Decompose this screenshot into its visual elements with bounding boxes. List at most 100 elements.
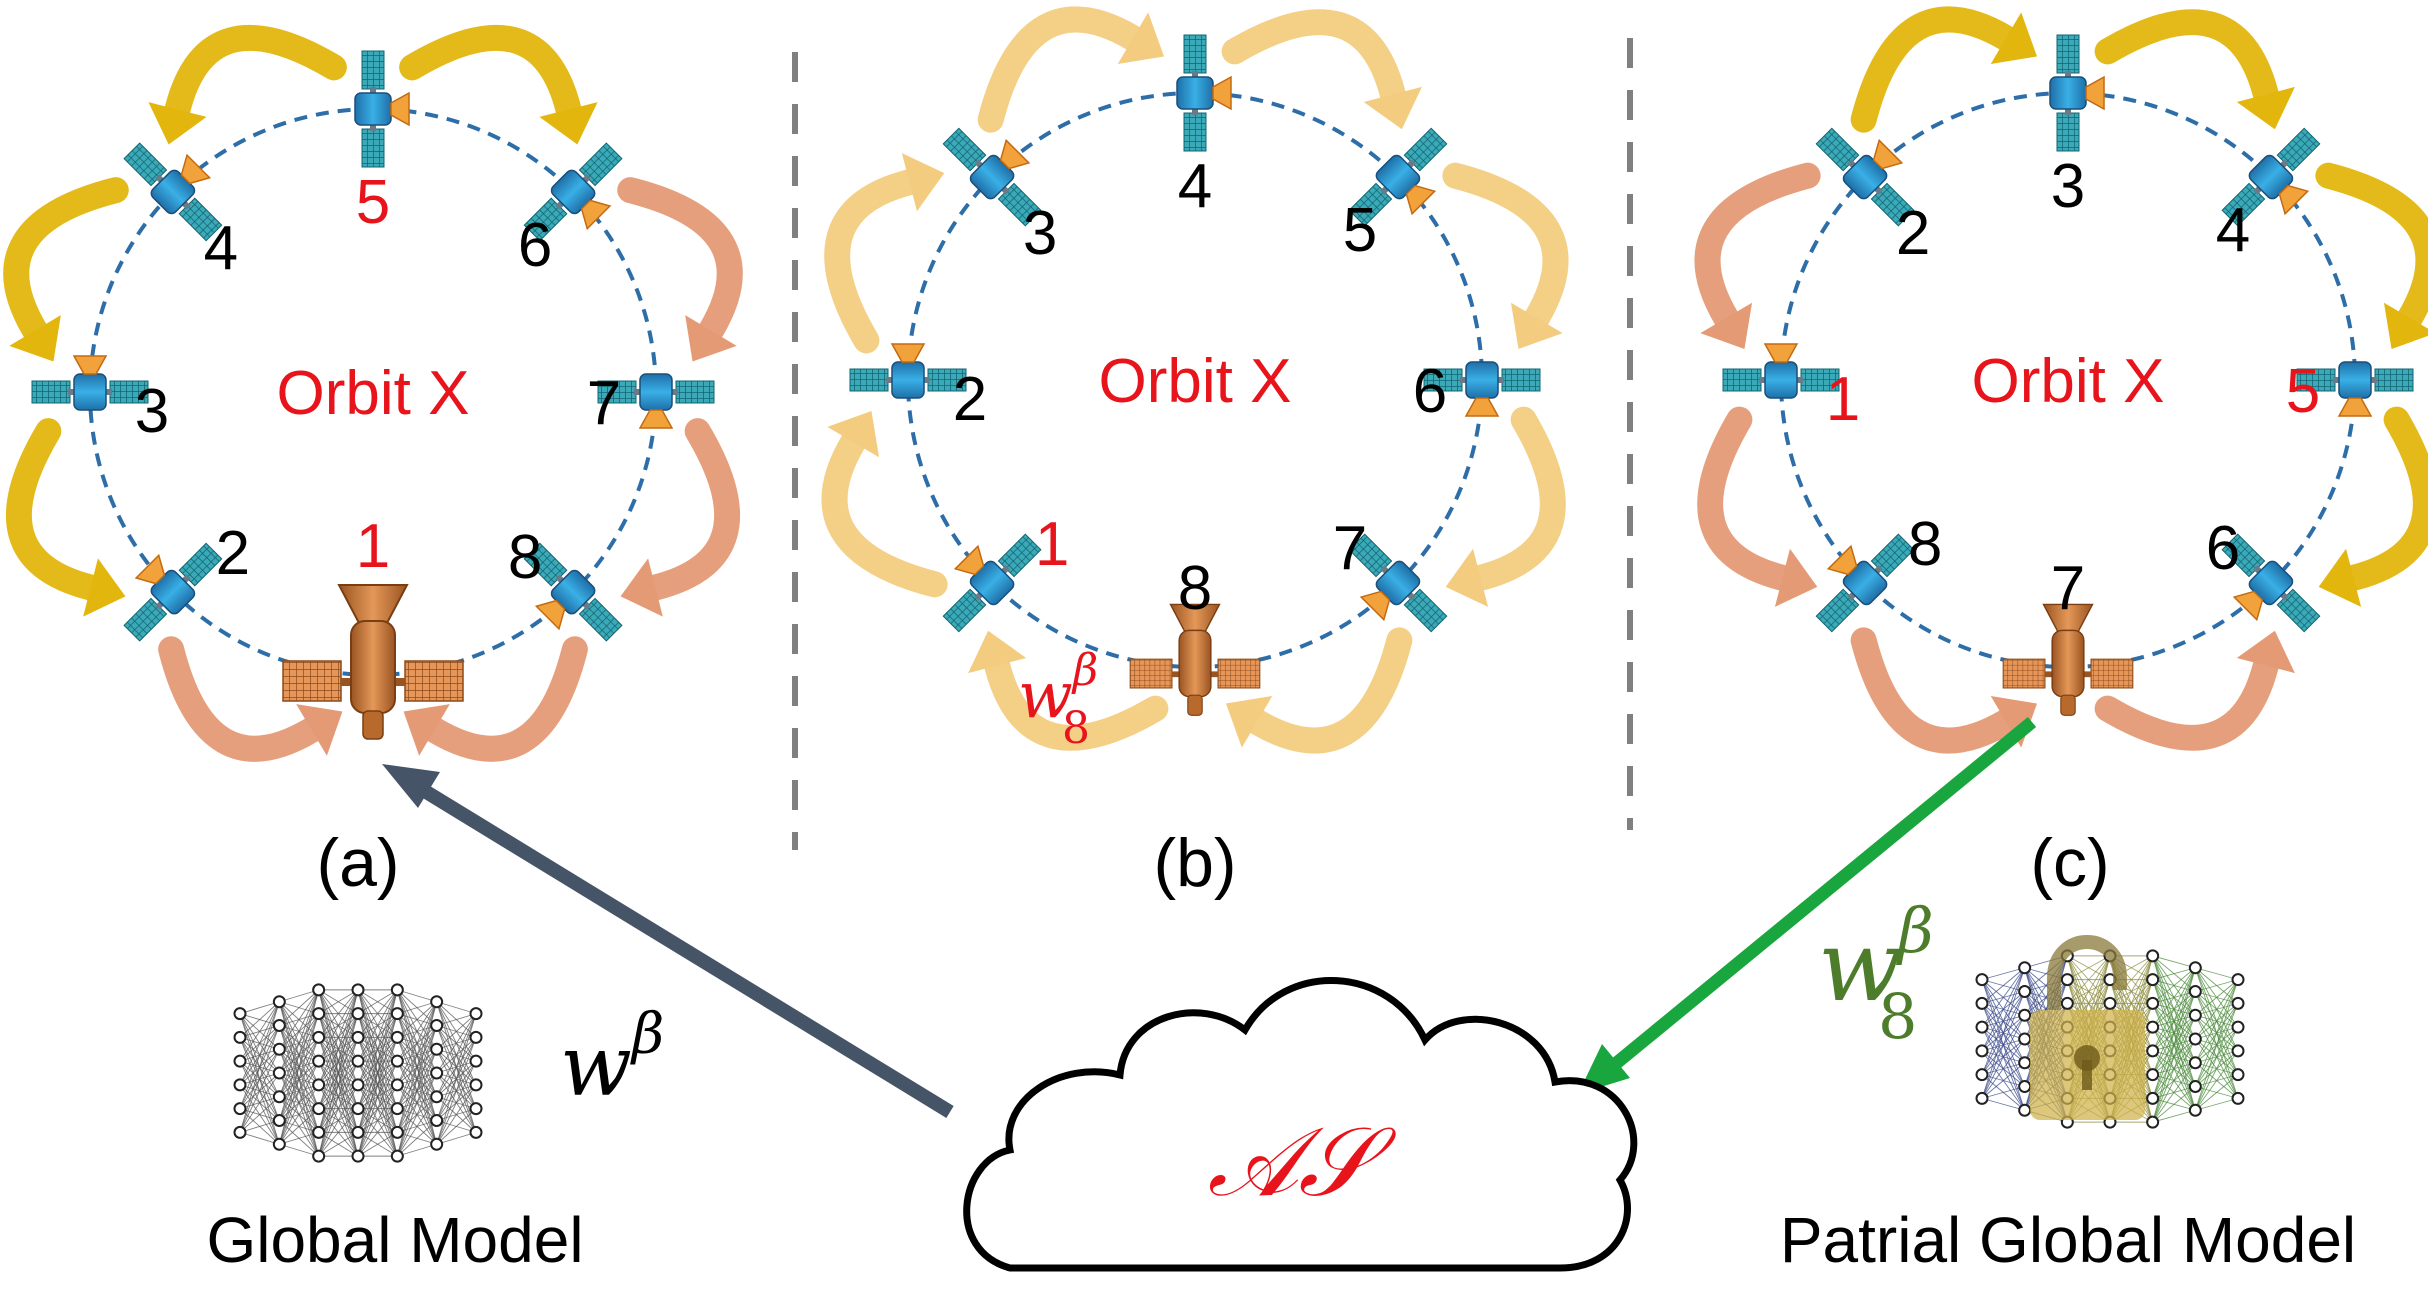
orbit-label: Orbit X [1099,347,1292,416]
hop-arrow [148,24,347,145]
satellite-label: 8 [1178,554,1212,623]
satellite-label: 2 [953,365,987,434]
lock-icon [2030,935,2145,1120]
satellite [523,142,623,242]
hop-arrow [399,24,598,145]
partial-model-label: Patrial Global Model [1780,1204,2356,1276]
hop-arrow [1694,162,1821,349]
satellite-label: 6 [1413,357,1447,426]
hop-arrow [2315,162,2428,349]
satellite-label: 3 [2051,152,2085,221]
hop-arrow [1221,9,1422,130]
server-label: 𝒜𝒮 [1207,1106,1397,1218]
hop-arrow [2318,406,2428,607]
satellite-label: 5 [1343,196,1377,265]
satellite [1815,533,1915,633]
panel-b-weight-sub: 8 [1062,703,1090,754]
satellite-label: 6 [518,211,552,280]
hop-arrow [1226,627,1413,754]
hop-arrow [1445,406,1566,607]
caption-a: (a) [316,825,399,901]
satellite-label: 7 [587,369,621,438]
global-model-label: Global Model [206,1204,583,1276]
upload-arrow [382,764,954,1118]
satellite-label: 7 [1333,514,1367,583]
hop-arrow [3,177,129,362]
satellite [354,50,410,168]
satellite-label: 6 [2206,514,2240,583]
partial-weight-sup: β [1896,894,1934,967]
hop-arrow [403,636,588,762]
base-station-satellite [1129,603,1261,716]
satellite-label: 1 [356,512,390,581]
hop-arrow [821,411,948,598]
satellite [1722,343,1840,399]
global-weight-sup: β [630,1002,664,1067]
satellite-label: 5 [2286,357,2320,426]
satellite-label: 3 [1023,199,1057,268]
hop-arrow [824,153,945,354]
orbit-label: Orbit X [1972,347,2165,416]
hop-arrow [968,630,1169,751]
base-station-satellite [282,584,464,740]
satellite [1423,361,1541,417]
satellite-label: 1 [1035,510,1069,579]
satellite-label: 2 [216,519,250,588]
satellite-label: 4 [204,214,238,283]
satellite [123,142,223,242]
partial-weight-label: wβ 8 [1818,894,1934,1053]
satellite [2221,533,2321,633]
cloud-server [963,976,1638,1272]
satellite [523,542,623,642]
global-weight-label: wβ [560,1002,664,1115]
satellite [597,373,715,429]
panel-b-weight-sup: β [1071,645,1098,696]
satellite-label: 4 [1178,152,1212,221]
hop-arrow [1697,406,1818,607]
satellite [2049,34,2105,152]
caption-b: (b) [1153,825,1236,901]
satellite-label: 3 [135,377,169,446]
satellite [942,533,1042,633]
hop-arrow [1442,162,1569,349]
hop-arrow [5,418,126,617]
satellite-label: 7 [2051,554,2085,623]
panel-b-weight-label: wβ 8 [1018,645,1098,754]
hop-arrow [977,6,1164,133]
satellite-label: 1 [1826,365,1860,434]
satellite [2221,127,2321,227]
satellite [1348,127,1448,227]
satellite [2296,361,2414,417]
satellite [123,542,223,642]
hop-arrow [1850,6,2037,133]
satellite-label: 8 [508,523,542,592]
partial-weight-sub: 8 [1878,980,1917,1053]
download-arrow [1578,716,2037,1094]
satellite-label: 4 [2216,196,2250,265]
satellite [1815,127,1915,227]
hop-arrow [620,418,741,617]
panel-b-weight-base: w [1018,659,1073,733]
hop-arrow [617,177,743,362]
satellite [31,355,149,411]
satellite-label: 2 [1896,199,1930,268]
caption-c: (c) [2030,825,2109,901]
satellite-label: 5 [356,168,390,237]
hop-arrow [2094,9,2295,130]
global-weight-base: w [560,1017,632,1115]
global-model-network-icon [233,983,483,1163]
partial-weight-base: w [1818,910,1902,1024]
satellite [1348,533,1448,633]
satellite [1176,34,1232,152]
base-station-satellite [2002,603,2134,716]
satellite [849,343,967,399]
satellite [942,127,1042,227]
satellite-label: 8 [1908,510,1942,579]
hop-arrow [158,636,343,762]
orbit-label: Orbit X [277,359,470,428]
